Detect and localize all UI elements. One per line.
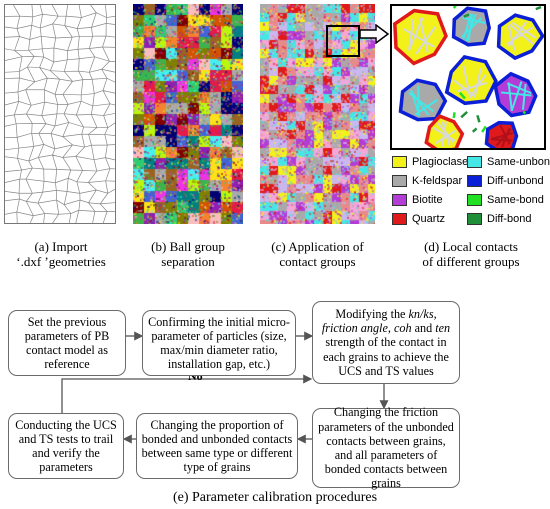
legend-item-biotite: Biotite (392, 193, 443, 207)
internal-contact (415, 25, 437, 55)
legend-item-same-bond: Same-bond (467, 193, 544, 207)
internal-contact (456, 81, 487, 93)
panel-d-local-contacts-image (390, 4, 546, 150)
bond-contact (460, 110, 468, 119)
bond-contact (452, 112, 456, 119)
grain-2 (496, 13, 544, 61)
internal-contact (490, 132, 514, 141)
internal-contact (441, 121, 447, 147)
internal-contact (507, 82, 513, 111)
internal-contact (467, 13, 474, 42)
internal-contact (506, 82, 532, 95)
internal-contact (409, 89, 430, 116)
internal-contact (500, 91, 532, 97)
legend-item-same-unbond: Same-unbond (467, 155, 550, 169)
zoom-region-box (326, 25, 360, 57)
panel-a-geometry-image (4, 4, 116, 224)
bond-contact (458, 91, 466, 100)
grain-3 (398, 78, 448, 122)
internal-contact (460, 17, 483, 38)
bond-contact (535, 6, 542, 11)
caption-e: (e) Parameter calibration procedures (172, 490, 378, 505)
legend-item-diff-bond: Diff-bond (467, 212, 531, 226)
bond-contact (471, 127, 478, 133)
specimen-border (4, 4, 116, 224)
flow-box-change-bond-proportion: Changing the proportion of bonded and un… (136, 413, 298, 479)
legend-item-quartz: Quartz (392, 212, 445, 226)
local-contacts-network (393, 6, 544, 148)
internal-contact (402, 27, 435, 48)
internal-contact (491, 138, 513, 142)
internal-contact (408, 18, 415, 51)
internal-contact (435, 129, 457, 145)
legend: Plagioclase Same-unbond K-feldspar Diff-… (392, 155, 550, 235)
legend-item-plagioclase: Plagioclase (392, 155, 468, 169)
flow-box-set-previous-parameters: Set the previous parameters of PB contac… (8, 310, 126, 376)
internal-contact (462, 16, 486, 24)
panel-c-contact-groups-image (260, 4, 375, 224)
internal-contact (418, 17, 429, 53)
ball-group-mosaic (133, 4, 243, 224)
legend-item-k-feldspar: K-feldspar (392, 174, 462, 188)
internal-contact (521, 83, 527, 110)
bond-contact (476, 114, 481, 123)
bond-contact (463, 13, 470, 18)
internal-contact (495, 128, 512, 147)
internal-contact (473, 67, 482, 98)
flow-box-change-friction-parameters: Changing the friction parameters of the … (312, 405, 460, 490)
panel-b-ball-groups-image (133, 4, 243, 224)
voronoi-wireframe (4, 4, 116, 224)
contact-group-mosaic (260, 4, 375, 224)
internal-contact (510, 81, 523, 112)
bond-contact (452, 6, 457, 9)
bond-contact (481, 125, 487, 133)
flow-box-conduct-ucs-ts-tests: Conducting the UCS and TS tests to trail… (8, 413, 124, 479)
flow-box-confirm-micro-parameters: Confirming the initial micro-parameter o… (142, 310, 296, 376)
internal-contact (507, 25, 516, 51)
internal-contact (511, 21, 536, 39)
flow-box-modify-contact-strength: Modifying the kn/ks, friction angle, coh… (312, 301, 460, 384)
flowchart-arrows (61, 331, 389, 444)
zoom-arrow-icon (359, 24, 390, 44)
internal-contact (462, 65, 472, 99)
voronoi-edges (4, 4, 116, 224)
internal-contact (437, 122, 455, 144)
bond-contact (522, 110, 527, 115)
grain-0 (393, 8, 448, 66)
caption-a: (a) Import‘.dxf ’geometries (16, 239, 106, 269)
internal-contact (506, 26, 534, 46)
legend-item-diff-unbond: Diff-unbond (467, 174, 544, 188)
